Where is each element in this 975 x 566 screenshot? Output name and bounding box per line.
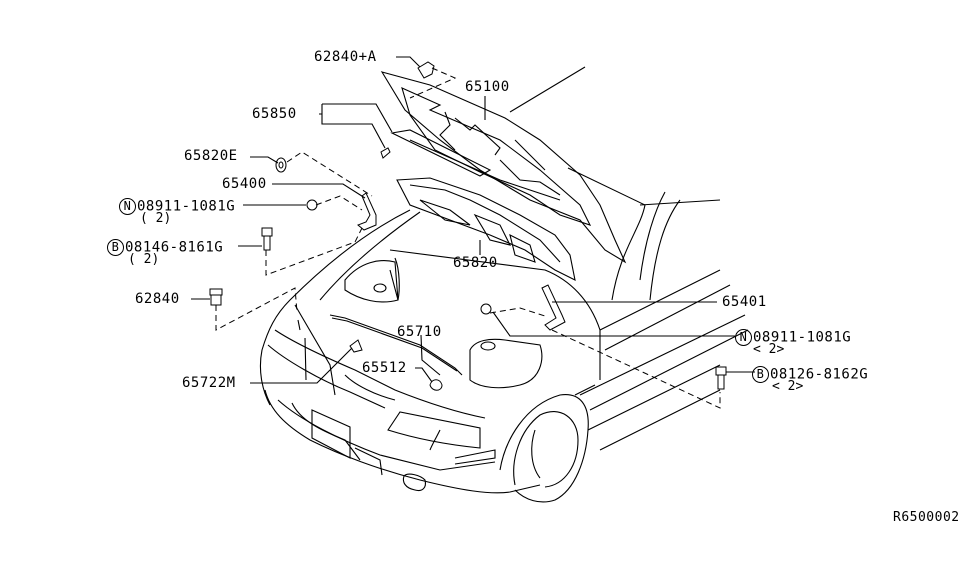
- part-label-62840[interactable]: 62840: [135, 291, 180, 307]
- part-number: 08911-1081G: [753, 329, 852, 346]
- part-label-65400[interactable]: 65400: [222, 176, 267, 192]
- part-label-65820[interactable]: 65820: [453, 255, 498, 271]
- diagram-reference-code: R6500002: [893, 510, 960, 525]
- hood-insulator: [396, 177, 576, 281]
- part-label-62840a[interactable]: 62840+A: [314, 49, 377, 65]
- hardware-parts: [209, 61, 727, 390]
- part-label-65722m[interactable]: 65722M: [182, 375, 236, 391]
- part-number: 08911-1081G: [137, 198, 236, 215]
- part-number: 08126-8162G: [770, 366, 869, 383]
- hood-panel: [380, 71, 627, 264]
- part-qty-08911-right: < 2>: [753, 342, 785, 357]
- part-label-65100[interactable]: 65100: [465, 79, 510, 95]
- part-qty-08146: ( 2): [128, 252, 160, 267]
- part-label-65401[interactable]: 65401: [722, 294, 767, 310]
- leader-lines: [191, 56, 755, 384]
- bolt-prefix-icon: B: [107, 239, 124, 256]
- nut-prefix-icon: N: [119, 198, 136, 215]
- hood-hinge-right: [541, 284, 566, 331]
- bolt-prefix-icon: B: [752, 366, 769, 383]
- nut-prefix-icon: N: [735, 329, 752, 346]
- hood-hinge-left: [357, 192, 377, 231]
- vehicle-outline: [259, 66, 749, 503]
- part-label-65512[interactable]: 65512: [362, 360, 407, 376]
- part-number: 08146-8161G: [125, 239, 224, 256]
- part-qty-08126: < 2>: [772, 379, 804, 394]
- part-label-65820e[interactable]: 65820E: [184, 148, 238, 164]
- part-label-65710[interactable]: 65710: [397, 324, 442, 340]
- part-qty-08911-left: ( 2): [140, 211, 172, 226]
- part-label-65850[interactable]: 65850: [252, 106, 297, 122]
- dashed-assembly-lines: [215, 67, 721, 409]
